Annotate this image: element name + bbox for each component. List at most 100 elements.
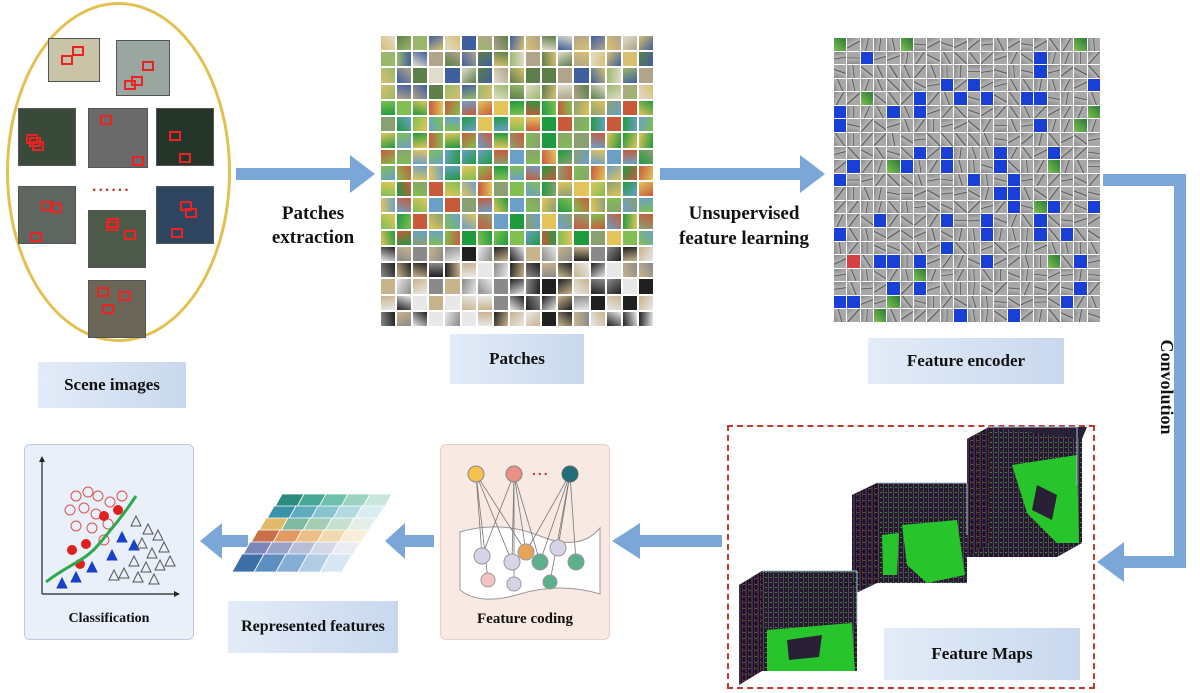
patch-tile [574, 36, 589, 51]
coding-top-node-3 [561, 465, 579, 483]
patch-tile [461, 117, 476, 132]
patch-tile [526, 100, 541, 116]
encoder-filter [1034, 65, 1047, 78]
encoder-filter [940, 295, 954, 309]
encoder-filter [1034, 160, 1047, 173]
patch-tile [381, 214, 396, 229]
encoder-filter [927, 146, 940, 160]
encoder-filter [980, 241, 994, 255]
encoder-filter [927, 119, 940, 132]
encoder-filter [900, 38, 914, 51]
encoder-filter [1060, 105, 1074, 119]
patch-tile [606, 279, 621, 294]
patch-tile [477, 295, 492, 310]
coding-node-h [506, 576, 522, 592]
patch-marker [132, 155, 145, 166]
encoder-filter [914, 105, 927, 119]
encoder-filter [834, 160, 847, 173]
encoder-filter [940, 51, 954, 65]
encoder-filter [1047, 268, 1060, 282]
encoder-filter [1074, 187, 1087, 200]
encoder-filter [874, 78, 887, 92]
encoder-filter [940, 132, 954, 146]
encoder-filter [1060, 146, 1074, 160]
encoder-filter [900, 146, 914, 160]
unsupervised-learning-text: Unsupervised feature learning [679, 203, 809, 249]
encoder-filter [834, 38, 847, 51]
encoder-filter [940, 160, 954, 173]
encoder-filter [940, 282, 954, 295]
patch-tile [493, 36, 508, 51]
encoder-filter [980, 105, 994, 119]
patch-tile [413, 295, 428, 310]
encoder-filter [1087, 146, 1100, 160]
patch-tile [590, 279, 605, 294]
encoder-filter [834, 146, 847, 160]
encoder-filter [874, 187, 887, 200]
coding-edges [475, 473, 577, 584]
patch-tile [558, 246, 573, 262]
patch-tile [413, 279, 428, 294]
encoder-filter [1047, 119, 1060, 132]
encoder-filter [900, 51, 914, 65]
patch-tile [526, 279, 541, 294]
encoder-filter [1074, 78, 1087, 92]
encoder-filter [967, 309, 980, 322]
encoder-filter [1020, 214, 1034, 227]
encoder-filter [900, 119, 914, 132]
encoder-filter [1060, 200, 1074, 214]
encoder-filter [1007, 241, 1020, 255]
encoder-filter [954, 214, 967, 227]
encoder-filter [887, 295, 900, 309]
encoder-filter [927, 255, 940, 268]
encoder-filter [1060, 51, 1074, 65]
encoder-filter [1087, 132, 1100, 146]
patch-tile [477, 279, 492, 294]
encoder-filter [1034, 78, 1047, 92]
patch-tile [509, 100, 525, 116]
encoder-filter [847, 92, 860, 105]
patch-tile [445, 133, 460, 148]
encoder-filter [914, 295, 927, 309]
feature-maps-cubes [739, 426, 1087, 685]
arrow-left-1 [612, 523, 722, 559]
patch-tile [445, 246, 460, 262]
class-b-hollow-point [132, 570, 144, 583]
encoder-filter [1060, 38, 1074, 51]
encoder-filter [1020, 160, 1034, 173]
encoder-filter [1074, 51, 1087, 65]
patch-tile [606, 230, 621, 245]
encoder-filter [940, 214, 954, 227]
encoder-filter [834, 132, 847, 146]
patch-tile [413, 117, 428, 132]
patch-marker [170, 228, 183, 239]
patch-tile [622, 246, 637, 262]
patch-tile [526, 295, 541, 310]
encoder-filter [954, 105, 967, 119]
encoder-filter [887, 187, 900, 200]
encoder-filter [954, 132, 967, 146]
encoder-filter [1060, 295, 1074, 309]
patch-tile [526, 133, 541, 148]
patch-tile [590, 230, 605, 245]
patch-tile [606, 133, 621, 148]
encoder-filter [927, 200, 940, 214]
encoder-filter [1047, 146, 1060, 160]
encoder-filter [887, 160, 900, 173]
patch-tile [509, 182, 525, 197]
encoder-filter [967, 268, 980, 282]
encoder-filter [967, 200, 980, 214]
encoder-filter [887, 51, 900, 65]
encoder-filter [887, 214, 900, 227]
class-b-filled-point [128, 538, 140, 551]
encoder-filter [954, 255, 967, 268]
encoder-filter [874, 51, 887, 65]
encoder-filter [914, 282, 927, 295]
encoder-filter [980, 309, 994, 322]
coding-node-f [567, 553, 585, 571]
encoder-filter [887, 309, 900, 322]
feature-cell [319, 553, 353, 573]
encoder-filter [980, 200, 994, 214]
patch-tile [381, 230, 396, 245]
patch-tile [558, 263, 573, 278]
